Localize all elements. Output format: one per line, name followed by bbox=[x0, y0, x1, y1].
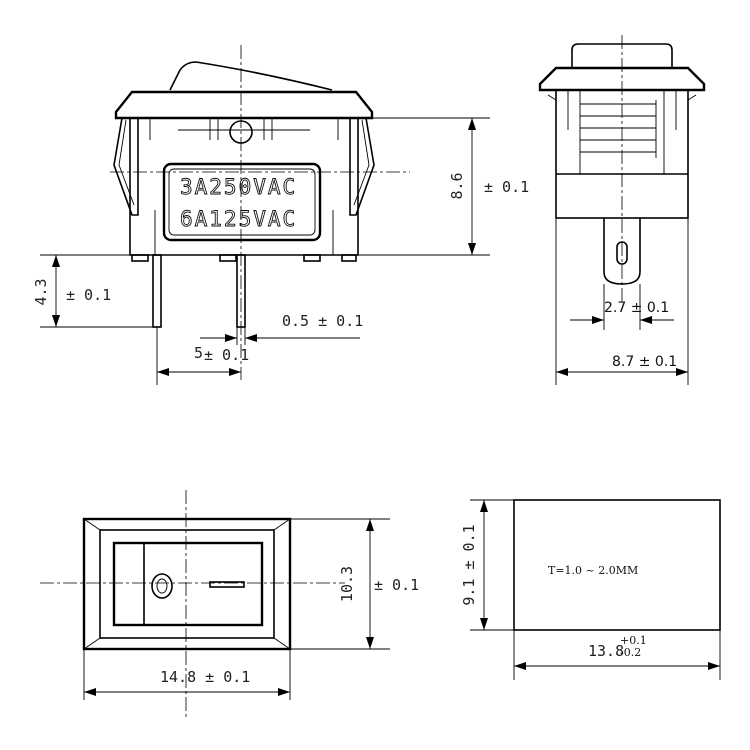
cutout-rect bbox=[513, 499, 721, 631]
rocker-actuator bbox=[169, 61, 333, 91]
side-terminal bbox=[603, 218, 641, 285]
terminal-left bbox=[152, 254, 162, 328]
panel-cutout: 9.1 ± 0.1 T=1.0 ~ 2.0MM 13.8 +0.1 -0.2 bbox=[460, 499, 721, 680]
cutout-height-label: 9.1 ± 0.1 bbox=[460, 524, 478, 605]
top-width-label: 14.8 ± 0.1 bbox=[160, 668, 250, 686]
pitch-tol-label: ± 0.1 bbox=[204, 346, 249, 364]
terminal-width-label: 2.7 ± 0.1 bbox=[604, 300, 669, 316]
body-width-label: 8.7 ± 0.1 bbox=[612, 354, 677, 370]
side-view: 2.7 ± 0.1 8.7 ± 0.1 bbox=[538, 35, 706, 385]
marking-line2: 6A125VAC bbox=[180, 207, 297, 231]
on-symbol bbox=[209, 581, 245, 588]
terminal-length-label: 4.3 bbox=[32, 278, 50, 305]
top-view: 10.3 ± 0.1 14.8 ± 0.1 bbox=[40, 490, 419, 720]
terminal-thickness-label: 0.5 ± 0.1 bbox=[282, 312, 363, 330]
front-view: 3A250VAC 6A125VAC 8.6 ± 0.1 4.3 ± 0.1 bbox=[32, 45, 529, 385]
top-height-tol: ± 0.1 bbox=[374, 576, 419, 594]
height-dim-label: 8.6 bbox=[448, 172, 466, 199]
top-height-label: 10.3 bbox=[338, 566, 356, 602]
terminal-length-tol: ± 0.1 bbox=[66, 286, 111, 304]
cutout-width-tol-plus: +0.1 bbox=[620, 634, 647, 647]
terminal-center bbox=[236, 254, 246, 328]
cutout-width-label: 13.8 bbox=[588, 642, 624, 660]
cutout-width-tol-minus: -0.2 bbox=[620, 646, 641, 659]
marking-label-box bbox=[162, 162, 322, 242]
off-symbol bbox=[151, 573, 173, 599]
pivot-hole bbox=[229, 120, 253, 144]
height-tol-label: ± 0.1 bbox=[484, 178, 529, 196]
pitch-dim-label: 5 bbox=[194, 344, 203, 362]
side-body bbox=[555, 89, 689, 219]
switch-flange bbox=[114, 90, 374, 120]
top-rocker-face bbox=[112, 541, 264, 627]
marking-line1: 3A250VAC bbox=[180, 175, 297, 199]
top-bezel-outer bbox=[82, 517, 292, 651]
thickness-note: T=1.0 ~ 2.0MM bbox=[548, 564, 638, 577]
